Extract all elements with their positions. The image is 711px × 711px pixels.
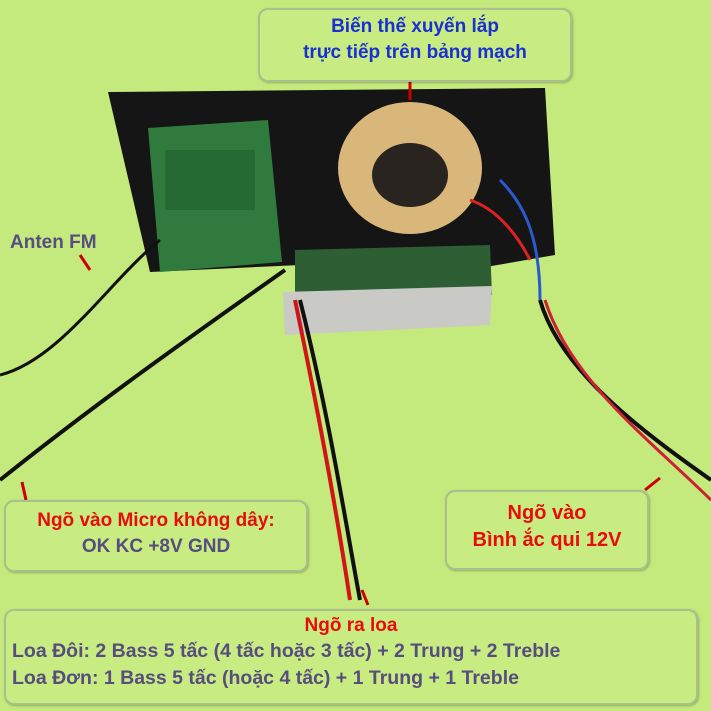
speaker-output-label-box: Ngõ ra loa Loa Đôi: 2 Bass 5 tấc (4 tấc …	[4, 609, 698, 705]
speaker-output-title: Ngõ ra loa	[304, 615, 398, 636]
transformer-label-line2: trực tiếp trên bảng mạch	[303, 42, 527, 63]
amplifier-pcb	[295, 245, 492, 300]
antenna-label: Anten FM	[10, 232, 97, 253]
transformer-label-box: Biến thế xuyến lắp trực tiếp trên bảng m…	[258, 8, 572, 82]
arrow-speaker	[360, 589, 370, 606]
transformer-label-line1: Biến thế xuyến lắp	[331, 16, 499, 37]
heatsink	[283, 286, 492, 335]
mic-wire	[0, 268, 287, 482]
mic-input-line2: OK KC +8V GND	[81, 536, 231, 557]
arrow-power	[644, 476, 661, 492]
mic-input-label-box: Ngõ vào Micro không dây: OK KC +8V GND	[4, 500, 308, 572]
antenna-wire	[0, 238, 161, 377]
power-wire	[538, 299, 711, 482]
arrow-antenna	[78, 254, 92, 271]
mic-input-line1: Ngõ vào Micro không dây:	[37, 510, 275, 531]
speaker-wire-red	[293, 299, 352, 601]
power-input-line1: Ngõ vào	[507, 502, 587, 524]
arrow-mic	[20, 481, 28, 501]
speaker-output-line1: Loa Đôi: 2 Bass 5 tấc (4 tấc hoặc 3 tấc)…	[12, 640, 561, 662]
power-input-label-box: Ngõ vào Bình ắc qui 12V	[445, 490, 649, 570]
power-input-line2: Bình ắc qui 12V	[472, 529, 622, 551]
speaker-output-line2: Loa Đơn: 1 Bass 5 tấc (hoặc 4 tấc) + 1 T…	[12, 667, 519, 689]
speaker-wire-black	[298, 299, 362, 601]
